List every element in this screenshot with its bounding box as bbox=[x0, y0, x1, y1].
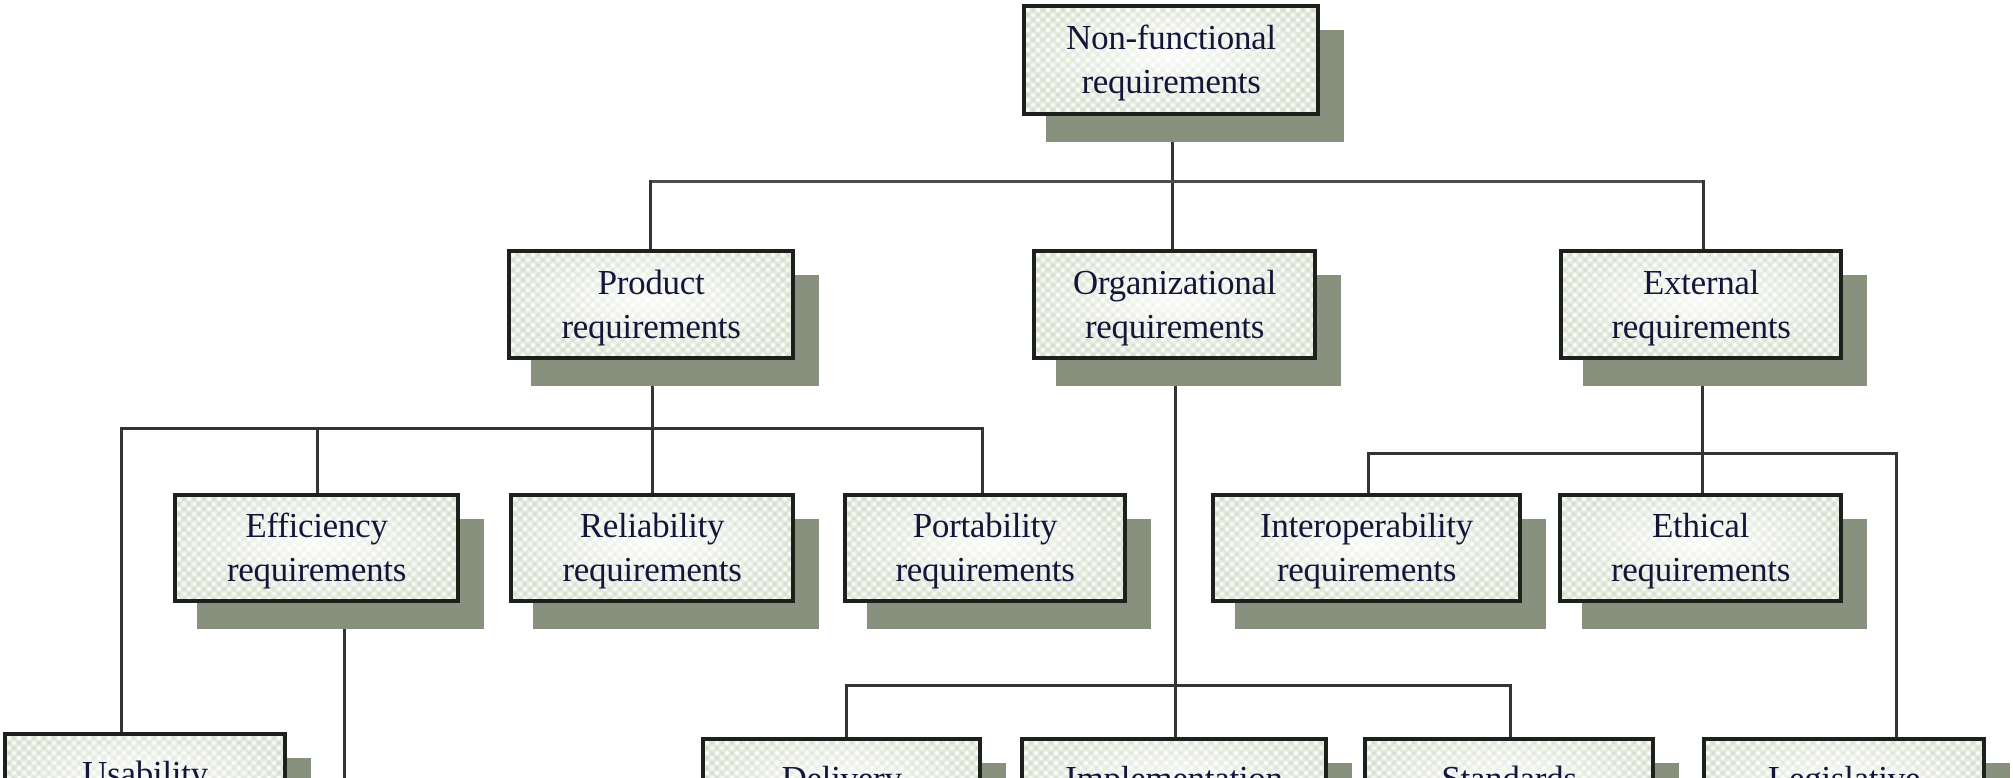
node-label: Usability bbox=[82, 754, 208, 778]
connector-segment bbox=[1367, 452, 1898, 455]
connector-segment bbox=[845, 684, 848, 740]
node-usability: Usability bbox=[3, 732, 287, 778]
node-label: Portability requirements bbox=[895, 506, 1075, 589]
node-label: Ethical requirements bbox=[1610, 506, 1791, 589]
connector-segment bbox=[1174, 358, 1177, 740]
connector-segment bbox=[651, 427, 654, 496]
node-label: Interoperability requirements bbox=[1260, 506, 1473, 589]
node-interoperability: Interoperability requirements bbox=[1211, 493, 1522, 603]
node-product: Product requirements bbox=[507, 249, 795, 360]
connector-segment bbox=[1509, 684, 1512, 740]
node-ethical: Ethical requirements bbox=[1558, 493, 1843, 603]
node-standards: Standards bbox=[1363, 737, 1655, 778]
node-label: Reliability requirements bbox=[562, 506, 742, 589]
node-delivery: Delivery bbox=[701, 737, 982, 778]
node-label: Implementation bbox=[1065, 757, 1283, 778]
node-label: External requirements bbox=[1611, 262, 1791, 346]
connector-segment bbox=[981, 427, 984, 496]
connector-segment bbox=[1702, 180, 1705, 252]
connector-segment bbox=[1701, 358, 1704, 455]
connector-segment bbox=[1367, 452, 1370, 496]
connector-segment bbox=[845, 684, 1512, 687]
connector-segment bbox=[120, 427, 123, 736]
connector-segment bbox=[1171, 116, 1174, 252]
connector-segment bbox=[1701, 452, 1704, 496]
node-label: Efficiency requirements bbox=[226, 506, 407, 589]
connector-segment bbox=[651, 358, 654, 430]
node-label: Product requirements bbox=[561, 262, 741, 346]
node-organizational: Organizational requirements bbox=[1032, 249, 1317, 360]
node-label: Legislative bbox=[1768, 757, 1921, 778]
node-portability: Portability requirements bbox=[843, 493, 1127, 603]
connector-segment bbox=[120, 427, 984, 430]
connector-segment bbox=[649, 180, 1705, 183]
connector-segment bbox=[1895, 452, 1898, 742]
connector-segment bbox=[343, 601, 346, 778]
node-efficiency: Efficiency requirements bbox=[173, 493, 460, 603]
node-implementation: Implementation bbox=[1020, 737, 1328, 778]
node-label: Standards bbox=[1441, 757, 1577, 778]
node-reliability: Reliability requirements bbox=[509, 493, 795, 603]
connector-segment bbox=[316, 427, 319, 496]
node-label: Delivery bbox=[781, 757, 901, 778]
connector-segment bbox=[649, 180, 652, 252]
node-external: External requirements bbox=[1559, 249, 1843, 360]
node-non-functional: Non-functional requirements bbox=[1022, 4, 1320, 116]
node-legislative: Legislative bbox=[1702, 737, 1986, 778]
node-label: Organizational requirements bbox=[1072, 262, 1277, 346]
node-label: Non-functional requirements bbox=[1066, 18, 1276, 101]
